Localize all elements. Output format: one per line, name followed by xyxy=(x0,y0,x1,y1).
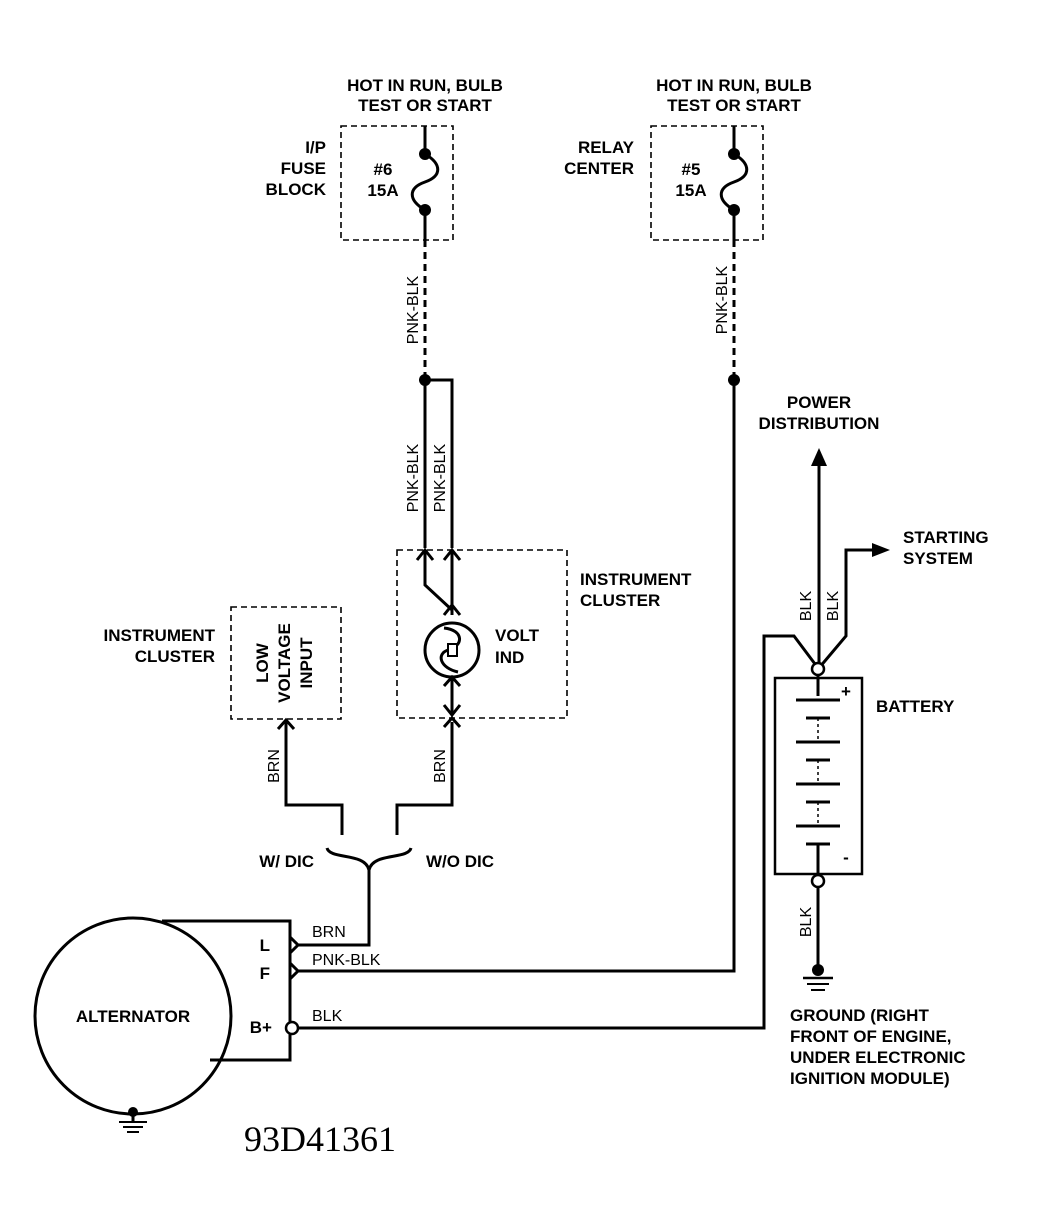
instrument-cluster-dic-box xyxy=(230,606,342,720)
alternator-b-wire xyxy=(298,634,820,1030)
power-distribution-group: POWER DISTRIBUTION xyxy=(759,393,880,668)
alternator-b-wire-color: BLK xyxy=(312,1008,343,1025)
ip-fuse-block-group: HOT IN RUN, BULB TEST OR START I/P FUSE … xyxy=(266,76,503,380)
battery-positive-terminal xyxy=(810,661,826,677)
alternator-f-wire-color: PNK-BLK xyxy=(312,952,381,969)
power-distribution-line1: POWER xyxy=(787,393,851,412)
low-voltage-input-line3: INPUT xyxy=(297,637,316,689)
cluster-volt-label-line2: CLUSTER xyxy=(580,591,660,610)
fuse-5-symbol xyxy=(719,126,749,240)
low-voltage-input-line2: VOLTAGE xyxy=(275,623,294,703)
alternator-terminal-block xyxy=(162,919,292,1062)
volt-gauge-line2: IND xyxy=(495,648,524,667)
battery-group: + - BATTERY BLK xyxy=(773,661,955,991)
cluster-dic-label-line1: INSTRUMENT xyxy=(104,626,216,645)
battery-wire-up-right: BLK xyxy=(825,591,842,622)
alternator-ground-icon xyxy=(119,1107,147,1133)
cluster-volt-label-line1: INSTRUMENT xyxy=(580,570,692,589)
starting-system-line2: SYSTEM xyxy=(903,549,973,568)
ground-location-group: GROUND (RIGHT FRONT OF ENGINE, UNDER ELE… xyxy=(790,1006,966,1088)
fuse-right-location-line1: RELAY xyxy=(578,138,635,157)
instrument-cluster-volt-group: INSTRUMENT CLUSTER VOLT IND BRN xyxy=(395,547,692,835)
alternator-terminal-l: L xyxy=(260,936,270,955)
fuse-left-number: #6 xyxy=(374,160,393,179)
dic-cluster-output-wire xyxy=(284,722,344,835)
splice-right xyxy=(728,374,740,386)
fuse-right-wire-color: PNK-BLK xyxy=(714,265,731,334)
dic-cluster-output-wire-color: BRN xyxy=(266,749,283,783)
starting-system-arrow-icon xyxy=(872,543,890,557)
alternator-label: ALTERNATOR xyxy=(76,1007,190,1026)
volt-gauge-line1: VOLT xyxy=(495,626,540,645)
fuse-right-header-line1: HOT IN RUN, BULB xyxy=(656,76,812,95)
battery-wire-down: BLK xyxy=(798,907,815,938)
fuse-right-number: #5 xyxy=(682,160,701,179)
ip-fuse-block-box xyxy=(340,125,454,241)
alternator-group: ALTERNATOR L F B+ BRN PNK-BLK BLK xyxy=(33,916,381,1133)
alternator-l-wire xyxy=(296,870,371,947)
relay-center-box xyxy=(650,125,764,241)
fuse-right-rating: 15A xyxy=(675,181,706,200)
fuse-left-location-line1: I/P xyxy=(305,138,326,157)
low-voltage-input-line1: LOW xyxy=(253,642,272,683)
battery-minus: - xyxy=(843,848,849,867)
branch-wire-left: PNK-BLK xyxy=(405,443,422,512)
instrument-cluster-volt-box xyxy=(396,549,568,719)
alternator-terminal-f: F xyxy=(260,964,270,983)
alternator-f-wire xyxy=(298,380,736,973)
alternator-l-wire-color: BRN xyxy=(312,924,346,941)
battery-ground-icon xyxy=(803,964,833,991)
volt-cluster-output-wire xyxy=(395,722,454,835)
ground-line4: IGNITION MODULE) xyxy=(790,1069,950,1088)
fuse-left-location-line3: BLOCK xyxy=(266,180,327,199)
fuse-left-wire-color: PNK-BLK xyxy=(405,275,422,344)
starting-system-group: STARTING SYSTEM xyxy=(817,528,989,669)
battery-wire-up-left: BLK xyxy=(798,591,815,622)
fuse-right-header-line2: TEST OR START xyxy=(667,96,801,115)
fuse-6-symbol xyxy=(410,126,440,240)
fuse-left-rating: 15A xyxy=(367,181,398,200)
ground-line3: UNDER ELECTRONIC xyxy=(790,1048,966,1067)
fuse-left-header-line2: TEST OR START xyxy=(358,96,492,115)
starting-system-line1: STARTING xyxy=(903,528,989,547)
battery-negative-terminal xyxy=(810,873,826,889)
fuse-left-location-line2: FUSE xyxy=(281,159,326,178)
figure-code: 93D41361 xyxy=(244,1119,396,1159)
volt-cluster-output-wire-color: BRN xyxy=(432,749,449,783)
battery-label: BATTERY xyxy=(876,697,955,716)
option-without-dic: W/O DIC xyxy=(426,852,494,871)
branch-wire-right: PNK-BLK xyxy=(432,443,449,512)
cluster-dic-label-line2: CLUSTER xyxy=(135,647,215,666)
power-distribution-arrow-icon xyxy=(811,448,827,466)
ground-line2: FRONT OF ENGINE, xyxy=(790,1027,952,1046)
ground-line1: GROUND (RIGHT xyxy=(790,1006,929,1025)
relay-center-group: HOT IN RUN, BULB TEST OR START RELAY CEN… xyxy=(564,76,812,380)
alternator-terminal-b: B+ xyxy=(250,1018,272,1037)
volt-cluster-feed: PNK-BLK PNK-BLK xyxy=(405,374,454,548)
fuse-right-location-line2: CENTER xyxy=(564,159,634,178)
option-with-dic: W/ DIC xyxy=(259,852,314,871)
option-brace-group: W/ DIC W/O DIC xyxy=(259,847,494,947)
battery-cells-icon xyxy=(796,698,840,846)
power-distribution-line2: DISTRIBUTION xyxy=(759,414,880,433)
battery-plus: + xyxy=(841,682,851,701)
instrument-cluster-dic-group: INSTRUMENT CLUSTER LOW VOLTAGE INPUT BRN xyxy=(104,606,344,835)
option-brace xyxy=(325,847,413,871)
fuse-left-header-line1: HOT IN RUN, BULB xyxy=(347,76,503,95)
